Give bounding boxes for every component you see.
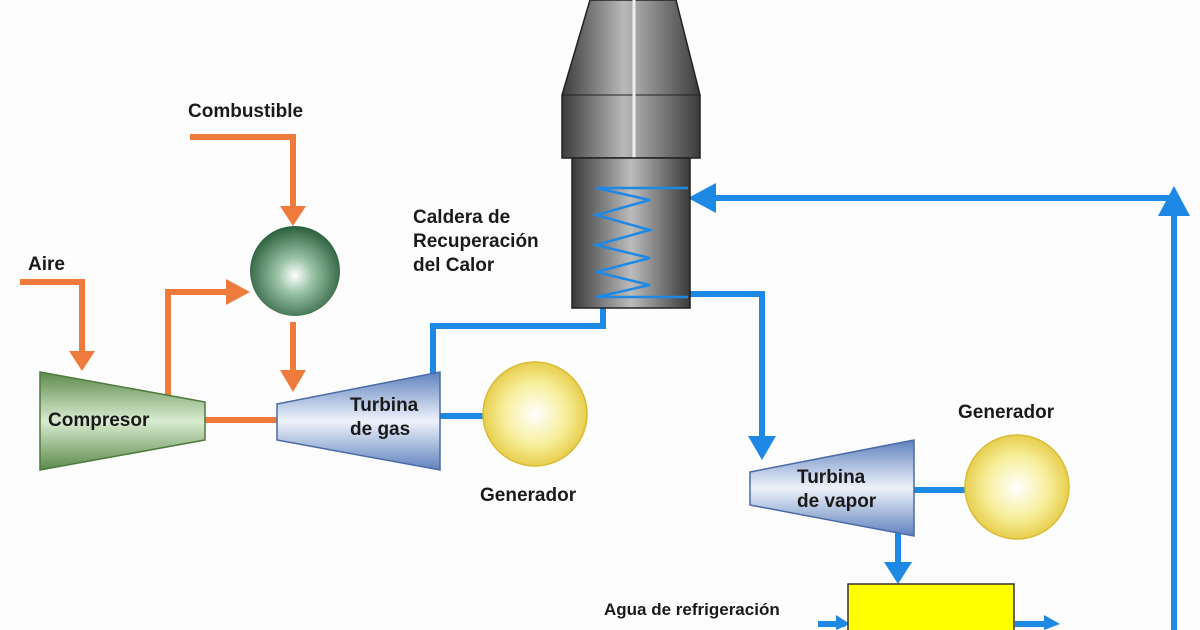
cooling-water-out-arrow-icon <box>1044 615 1060 630</box>
gas-flow-arrowheads <box>69 206 306 392</box>
steam-flow-arrowheads <box>688 183 1190 630</box>
air-arrow-icon <box>69 351 95 371</box>
boiler-label: Caldera de Recuperación del Calor <box>413 206 539 278</box>
compresor-label: Compresor <box>48 410 150 431</box>
chimney <box>561 0 701 159</box>
turbine-inlet-arrow-icon <box>280 370 306 392</box>
steam-turbine-label-line1: Turbina <box>797 467 866 488</box>
combustor-inlet-arrow-icon <box>226 279 250 305</box>
steam-turbine-label: Turbina de vapor <box>797 466 876 514</box>
gas-turbine-label-line2: de gas <box>350 419 411 440</box>
cooling-water-arrow-icon <box>836 615 850 630</box>
gas-turbine-label-line1: Turbina <box>350 395 419 416</box>
boiler-to-steam-turbine-line <box>688 291 765 438</box>
compressor-to-combustor-line <box>165 289 228 398</box>
generator-gas <box>482 361 588 467</box>
return-up-arrow-icon <box>1158 186 1190 216</box>
condenser-inlet-arrow-icon <box>884 562 912 584</box>
combustion-chamber <box>250 226 340 316</box>
air-line <box>20 279 85 355</box>
fuel-arrow-icon <box>280 206 306 226</box>
generator-gas-label: Generador <box>480 485 577 506</box>
steam-turbine <box>749 439 915 537</box>
gas-flow-lines <box>20 134 296 423</box>
aire-label: Aire <box>28 254 65 275</box>
steam-turbine-label-line2: de vapor <box>797 491 877 512</box>
cooling-water-label: Agua de refrigeración <box>604 600 780 619</box>
compressor <box>39 371 206 471</box>
heat-exchanger-coil <box>591 186 688 299</box>
boiler-inlet-arrow-icon <box>688 183 716 213</box>
boiler-label-line1: Caldera de <box>413 207 511 228</box>
generator-steam-label: Generador <box>958 402 1055 423</box>
condenser <box>847 583 1015 630</box>
gas-turbine <box>276 371 441 471</box>
boiler-label-line2: Recuperación <box>413 231 539 252</box>
boiler-label-line3: del Calor <box>413 255 495 276</box>
boiler-body <box>571 157 691 309</box>
generator-steam <box>964 434 1070 540</box>
exhaust-to-boiler-line <box>430 308 606 375</box>
combustible-label: Combustible <box>188 101 304 122</box>
fuel-line <box>190 134 296 210</box>
steam-flow-lines <box>430 195 1177 630</box>
steam-turbine-inlet-arrow-icon <box>748 436 776 460</box>
heat-recovery-boiler <box>561 0 701 309</box>
gas-turbine-label: Turbina de gas <box>350 394 418 442</box>
